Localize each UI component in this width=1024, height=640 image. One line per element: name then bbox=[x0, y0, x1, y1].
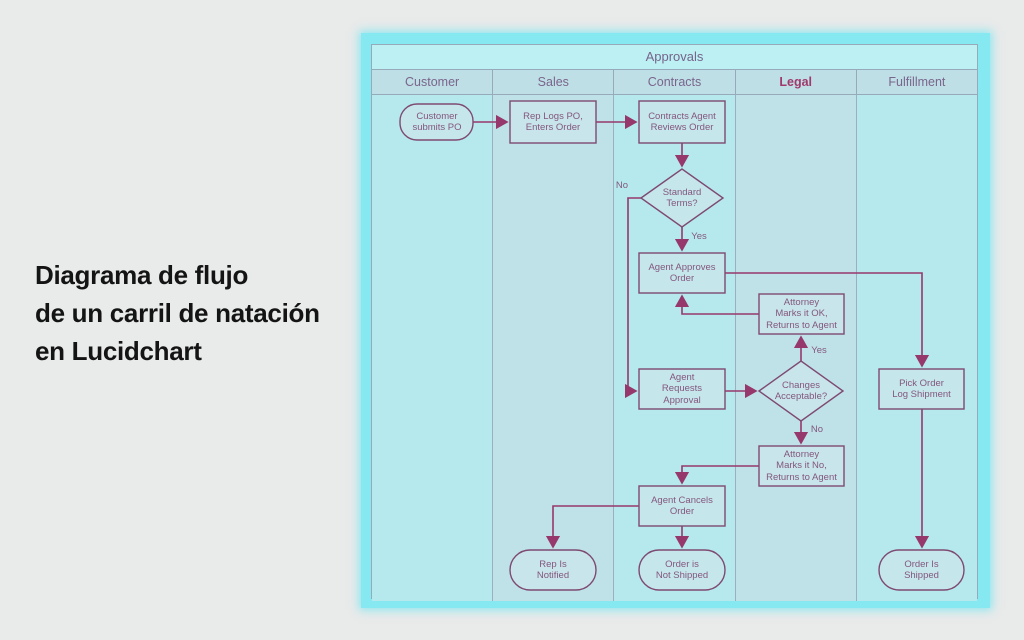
lane-header-row: Customer Sales Contracts Legal Fulfillme… bbox=[372, 70, 977, 95]
lane-customer bbox=[372, 95, 494, 601]
page-title-line2: de un carril de natación bbox=[35, 298, 320, 328]
lane-header-contracts: Contracts bbox=[614, 70, 736, 94]
lane-contracts bbox=[614, 95, 736, 601]
edge-label-changes-yes: Yes bbox=[811, 345, 827, 356]
edge-label-standard-no: No bbox=[615, 180, 629, 191]
lane-header-sales: Sales bbox=[493, 70, 615, 94]
edge-label-changes-no: No bbox=[810, 424, 824, 435]
diagram-title: Approvals bbox=[372, 45, 977, 70]
lane-fulfillment bbox=[856, 95, 978, 601]
lane-sales bbox=[493, 95, 615, 601]
lane-body bbox=[372, 95, 978, 601]
lane-header-fulfillment: Fulfillment bbox=[888, 75, 946, 89]
edge-label-standard-yes: Yes bbox=[691, 231, 707, 242]
swimlane-diagram-image: Approvals Customer Sales Contracts Legal… bbox=[361, 33, 990, 608]
lane-header-legal: Legal bbox=[736, 70, 857, 94]
lane-legal bbox=[735, 95, 857, 601]
swimlane-table: Approvals Customer Sales Contracts Legal… bbox=[371, 44, 978, 601]
lane-header-customer: Customer bbox=[372, 70, 494, 94]
page-title: Diagrama de flujo de un carril de nataci… bbox=[35, 256, 375, 370]
page-title-line3: en Lucidchart bbox=[35, 336, 202, 366]
page-title-line1: Diagrama de flujo bbox=[35, 260, 249, 290]
